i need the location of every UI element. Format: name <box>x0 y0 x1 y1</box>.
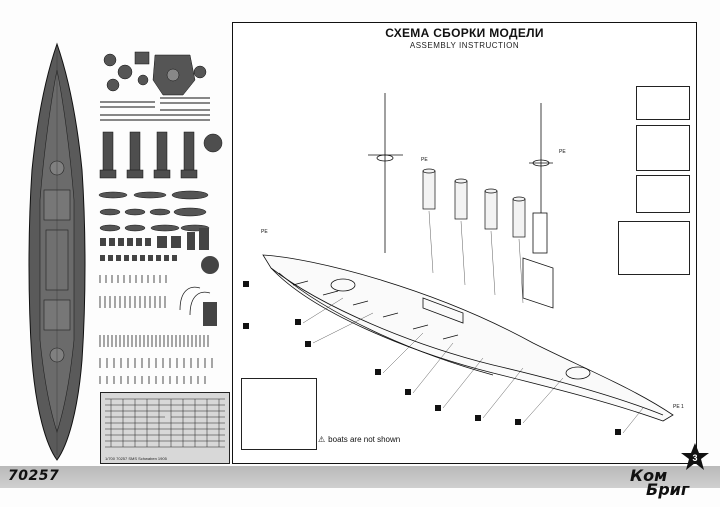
pe-callout: PE 1 <box>673 404 684 410</box>
detail-inset-5 <box>241 378 317 450</box>
photo-etch-parts <box>105 398 225 448</box>
pe-callout: PE <box>421 157 428 163</box>
photo-etch-fret-label: 1/700 70257 SMS Schwaben 1905 <box>105 456 167 461</box>
hull-plan-view <box>28 42 86 461</box>
pe-callout: PE <box>261 229 268 235</box>
boats-note: ⚠boats are not shown <box>318 435 400 444</box>
star-icon: 3 <box>681 443 709 470</box>
detail-inset-1 <box>636 86 690 120</box>
parts-sprue <box>98 51 223 384</box>
warning-triangle-icon: ⚠ <box>318 435 326 444</box>
boats-note-text: boats are not shown <box>328 435 401 444</box>
detail-inset-2 <box>636 125 690 171</box>
brand-name-line1: Ком <box>630 466 668 485</box>
assembly-frame: СХЕМА СБОРКИ МОДЕЛИ ASSEMBLY INSTRUCTION <box>232 22 697 464</box>
exploded-assembly-diagram: PE PE PE PE 1 <box>243 93 684 435</box>
title-russian: СХЕМА СБОРКИ МОДЕЛИ <box>385 26 544 40</box>
photo-etch-fret: 1/700 70257 SMS Schwaben 1905 <box>100 392 230 464</box>
footer-bar <box>0 466 720 488</box>
kit-number: 70257 <box>8 468 60 484</box>
title-english: ASSEMBLY INSTRUCTION <box>409 41 520 50</box>
brand-logo: 3 Ком Бриг <box>622 440 712 500</box>
pe-callout: PE <box>559 149 566 155</box>
detail-inset-3 <box>636 175 690 213</box>
brand-badge-number: 3 <box>692 453 697 463</box>
brand-name-line2: Бриг <box>646 480 690 499</box>
detail-inset-4 <box>618 221 690 275</box>
